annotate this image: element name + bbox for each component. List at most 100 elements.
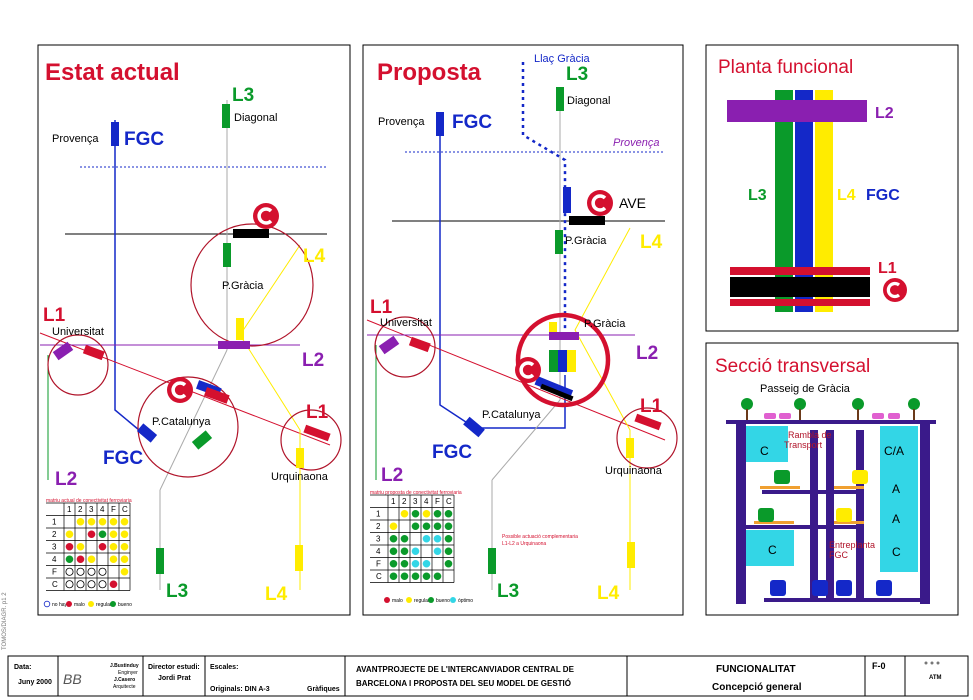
- cell-label: C: [760, 444, 769, 458]
- matrix-dot: [109, 555, 118, 564]
- line-label-l1: L1: [370, 297, 393, 318]
- matrix-dot: [389, 559, 398, 568]
- project-title-line: BARCELONA I PROPOSTA DEL SEU MODEL DE GE…: [356, 679, 571, 688]
- matrix-dot: [400, 572, 409, 581]
- legend-label: malo: [392, 598, 403, 604]
- engineer-role: Enginyer: [118, 670, 138, 676]
- matrix-dot: [109, 517, 118, 526]
- line-label-l2: L2: [55, 469, 77, 490]
- line-label-fgc: FGC: [124, 129, 164, 150]
- matrix-dot: [87, 567, 96, 576]
- matrix-dot: [87, 555, 96, 564]
- architect-role: Arquitecte: [113, 684, 136, 690]
- station-urquinaona: Urquinaona: [271, 471, 329, 483]
- matrix-dot: [65, 567, 74, 576]
- sheet-title: FUNCIONALITAT: [716, 664, 796, 675]
- legend-dot: [450, 597, 456, 603]
- panel-title: Secció transversal: [715, 356, 870, 377]
- matrix-dot: [87, 580, 96, 589]
- matrix-row-header: 1: [52, 518, 57, 527]
- engineer-name: J.Bustinduy: [110, 663, 139, 669]
- matrix-dot: [433, 572, 442, 581]
- originals-label: Originals: DIN A-3: [210, 686, 270, 693]
- station-provenca: Provença: [378, 116, 425, 128]
- matrix-dot: [444, 534, 453, 543]
- matrix-dot: [389, 572, 398, 581]
- line-label-l3: L3: [232, 85, 254, 106]
- station-pcatalunya: P.Catalunya: [482, 409, 541, 421]
- station-pgracia: P.Gràcia: [584, 318, 626, 330]
- label-fgc: FGC: [866, 187, 900, 204]
- sheet-code: F-0: [872, 661, 886, 671]
- matrix-row-header: 3: [376, 535, 381, 544]
- matrix-dot: [422, 572, 431, 581]
- matrix-dot: [65, 542, 74, 551]
- station-universitat: Universitat: [380, 317, 432, 329]
- matrix-title: matriu actual de conectivitat ferroviari…: [46, 498, 132, 504]
- matrix-row-header: C: [376, 572, 382, 581]
- line-label-l4: L4: [597, 583, 620, 604]
- station-universitat: Universitat: [52, 326, 104, 338]
- line-label-l3: L3: [166, 581, 188, 602]
- matrix-col-header: 2: [78, 505, 83, 514]
- cell-label: A: [892, 482, 900, 496]
- matrix-dot: [411, 572, 420, 581]
- line-label-l1: L1: [43, 305, 66, 326]
- matrix-dot: [76, 567, 85, 576]
- matrix-dot: [444, 547, 453, 556]
- matrix-dot: [109, 580, 118, 589]
- matrix-dot: [411, 522, 420, 531]
- cell-label: C: [892, 545, 901, 559]
- project-title-line: AVANTPROJECTE DE L'INTERCANVIADOR CENTRA…: [356, 665, 575, 674]
- line-label-fgc: FGC: [103, 448, 143, 469]
- matrix-dot: [400, 534, 409, 543]
- matrix-dot: [109, 530, 118, 539]
- panel-proposta: Proposta: [362, 44, 684, 616]
- line-label-l2: L2: [636, 343, 658, 364]
- label-l4: L4: [837, 187, 856, 204]
- note-line: L1-L2 a Urquinaona: [502, 541, 546, 547]
- matrix-col-header: C: [122, 505, 128, 514]
- matrix-dot: [98, 567, 107, 576]
- matrix-dot: [120, 555, 129, 564]
- legend-dot: [88, 601, 94, 607]
- renfe-icon: [167, 377, 193, 403]
- line-label-l4: L4: [303, 246, 326, 267]
- matrix-dot: [98, 580, 107, 589]
- matrix-dot: [87, 530, 96, 539]
- line-label-l4: L4: [265, 584, 288, 605]
- matrix-row-header: F: [52, 568, 57, 577]
- matrix-dot: [444, 509, 453, 518]
- legend-dot: [66, 601, 72, 607]
- matrix-dot: [65, 530, 74, 539]
- matrix-col-header: 2: [402, 497, 407, 506]
- matrix-dot: [422, 559, 431, 568]
- legend-dot: [110, 601, 116, 607]
- matrix-dot: [98, 517, 107, 526]
- graphics-label: Gràfiques: [307, 686, 340, 693]
- matrix-dot: [389, 522, 398, 531]
- matrix-dot: [120, 542, 129, 551]
- firm-logo: BB: [63, 671, 82, 687]
- line-label-llac-gracia: Llaç Gràcia: [534, 53, 591, 65]
- matrix-dot: [400, 559, 409, 568]
- panel-title: Planta funcional: [718, 57, 853, 78]
- panel-title: Estat actual: [45, 59, 180, 86]
- matrix-col-header: 3: [89, 505, 94, 514]
- cell-label: C: [768, 543, 777, 557]
- sheet-subtitle: Concepció general: [712, 682, 802, 693]
- title-block: Data: Juny 2000 BB J.Bustinduy Enginyer …: [7, 655, 969, 697]
- matrix-dot: [98, 542, 107, 551]
- matrix-dot: [400, 547, 409, 556]
- date-value: Juny 2000: [18, 679, 52, 686]
- street-label: Passeig de Gràcia: [760, 383, 851, 395]
- matrix-row-header: 3: [52, 543, 57, 552]
- matrix-dot: [76, 580, 85, 589]
- atm-logo: ATM: [924, 661, 942, 681]
- cell-label: A: [892, 512, 900, 526]
